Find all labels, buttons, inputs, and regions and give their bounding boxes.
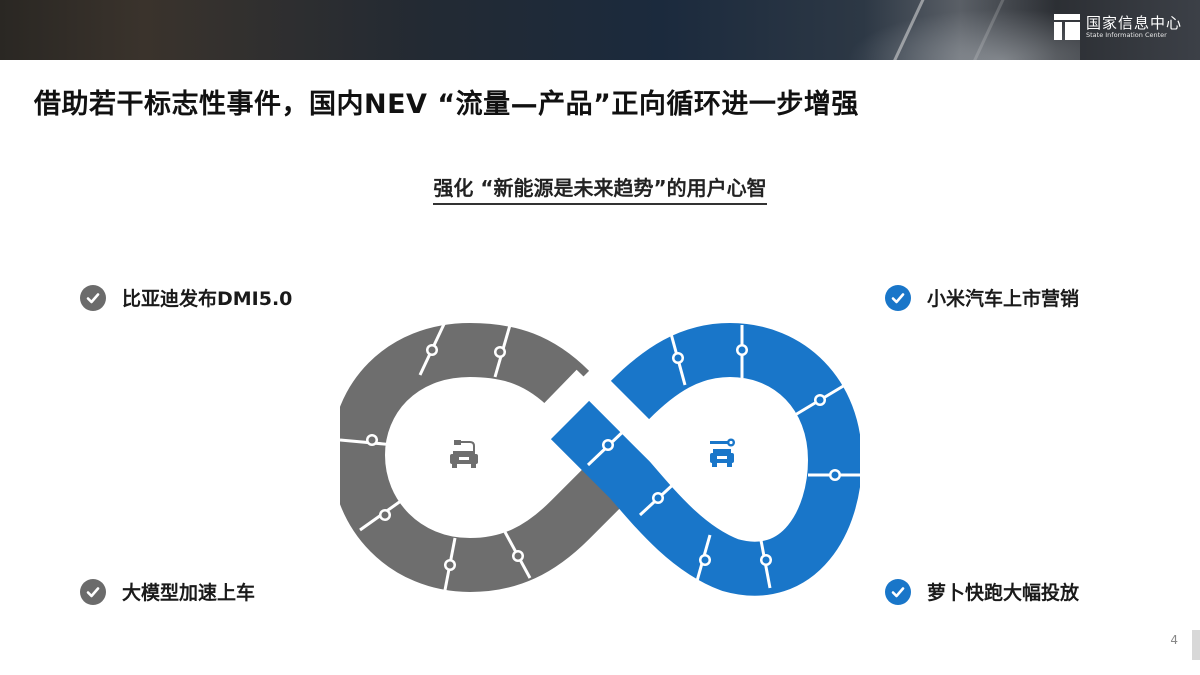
- event-item-byd: 比亚迪发布DMI5.0: [80, 284, 292, 311]
- right-lobe-blue: [550, 323, 860, 596]
- logo-en-text: State Information Center: [1085, 30, 1167, 39]
- check-circle-icon: [80, 578, 106, 605]
- ev-charging-car-icon: [450, 440, 478, 468]
- edge-bar: [1192, 630, 1200, 660]
- infinity-puzzle-diagram: [340, 321, 860, 596]
- banner-shine: [820, 0, 1080, 60]
- header-banner: 国家信息中心 State Information Center: [0, 0, 1200, 60]
- check-circle-icon: [885, 284, 911, 311]
- logo-mark-icon: [1053, 14, 1080, 40]
- slide-title: 借助若干标志性事件，国内NEV “流量—产品”正向循环进一步增强: [34, 89, 859, 120]
- subtitle-text: 强化 “新能源是未来趋势”的用户心智: [433, 176, 767, 205]
- event-item-xiaomi: 小米汽车上市营销: [885, 284, 1079, 311]
- logo-cn-text: 国家信息中心: [1085, 13, 1182, 32]
- check-circle-icon: [885, 578, 911, 605]
- event-label: 小米汽车上市营销: [927, 288, 1080, 310]
- event-item-llm: 大模型加速上车: [80, 578, 255, 605]
- event-label: 大模型加速上车: [122, 582, 256, 604]
- event-item-apollo-go: 萝卜快跑大幅投放: [885, 578, 1079, 605]
- car-key-icon: [710, 438, 735, 467]
- state-information-center-logo: 国家信息中心 State Information Center: [1053, 13, 1182, 40]
- page-number: 4: [1170, 633, 1178, 647]
- left-lobe-gray: [340, 321, 622, 592]
- check-circle-icon: [80, 284, 106, 311]
- event-label: 比亚迪发布DMI5.0: [122, 288, 293, 310]
- event-label: 萝卜快跑大幅投放: [927, 582, 1080, 604]
- slide-subtitle: 强化 “新能源是未来趋势”的用户心智: [0, 172, 1200, 205]
